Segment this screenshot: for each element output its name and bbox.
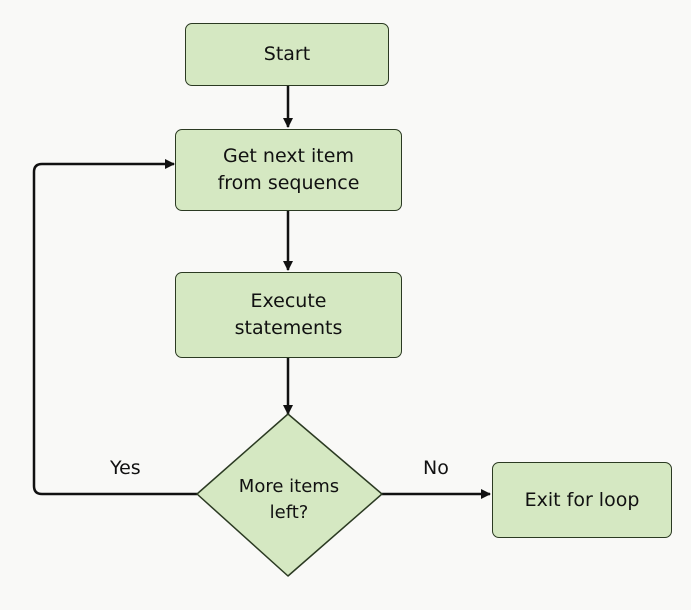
start-node: Start xyxy=(185,23,389,86)
decision-diamond xyxy=(196,413,383,577)
execute-statements-line2: statements xyxy=(234,317,343,339)
decision-label: More items left? xyxy=(219,474,359,526)
decision-line1: More items xyxy=(238,476,340,497)
arrow-loop-back-yes xyxy=(32,159,197,496)
no-edge-label: No xyxy=(423,457,449,479)
get-next-item-line2: from sequence xyxy=(217,172,360,194)
decision-line2: left? xyxy=(269,502,309,523)
execute-statements-line1: Execute xyxy=(250,290,327,312)
exit-for-loop-label: Exit for loop xyxy=(524,488,640,511)
exit-for-loop-node: Exit for loop xyxy=(492,462,672,538)
get-next-item-line1: Get next item xyxy=(223,145,354,167)
yes-edge-label: Yes xyxy=(110,457,141,479)
execute-statements-node: Execute statements xyxy=(175,272,402,358)
get-next-item-node: Get next item from sequence xyxy=(175,129,402,211)
start-label: Start xyxy=(263,43,311,65)
